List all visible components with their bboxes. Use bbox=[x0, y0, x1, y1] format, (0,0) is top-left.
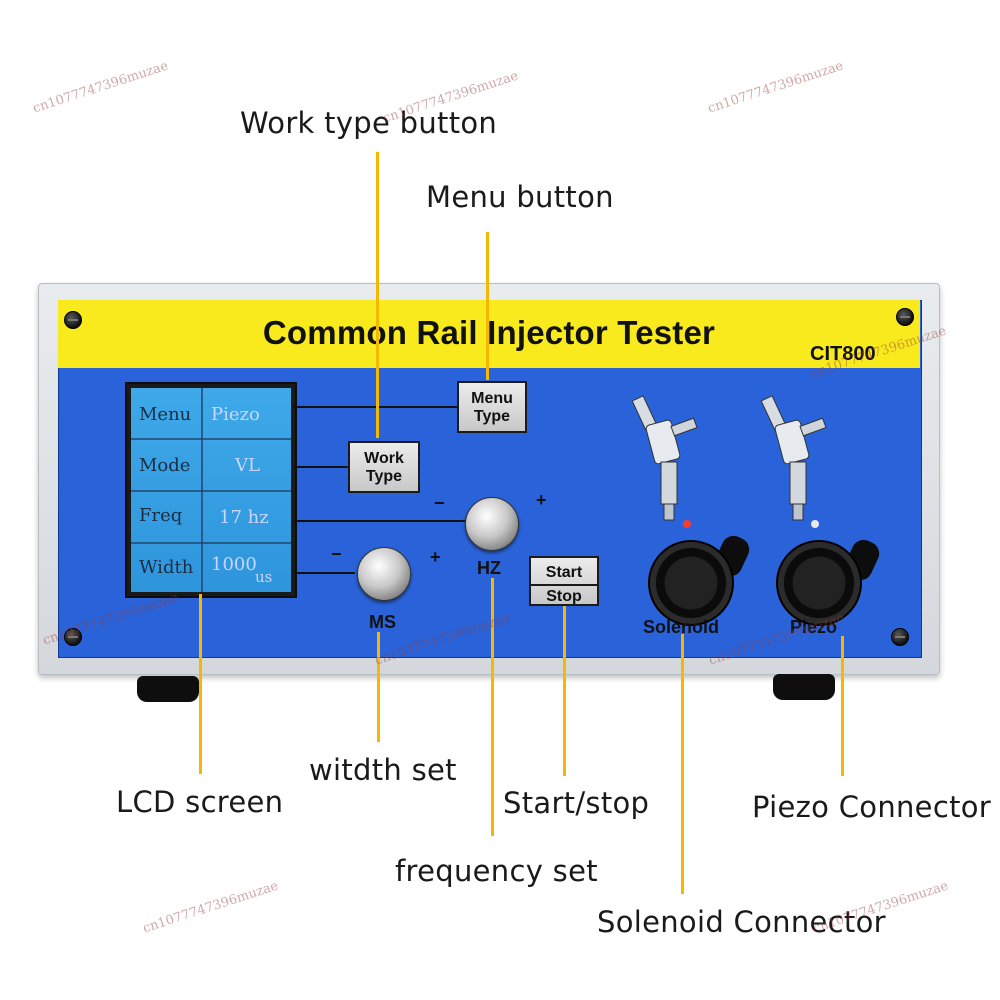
callout-menu: Menu button bbox=[426, 180, 614, 214]
lcd-grid-line bbox=[131, 542, 291, 544]
piezo-led-icon bbox=[811, 520, 819, 528]
panel-line bbox=[293, 406, 458, 408]
start-stop-button[interactable]: Start Stop bbox=[529, 556, 599, 606]
piezo-connector[interactable] bbox=[776, 540, 862, 626]
frequency-knob[interactable] bbox=[465, 497, 519, 551]
width-plus-sign: + bbox=[430, 547, 441, 567]
solenoid-led-icon bbox=[683, 520, 691, 528]
model-label: CIT800 bbox=[810, 343, 876, 365]
screw-icon bbox=[891, 628, 909, 646]
width-knob[interactable] bbox=[357, 547, 411, 601]
lcd-grid-line bbox=[131, 490, 291, 492]
callout-start-stop: Start/stop bbox=[503, 786, 650, 820]
ms-label: MS bbox=[369, 612, 396, 632]
start-label: Start bbox=[531, 562, 597, 586]
width-minus-sign: − bbox=[331, 544, 342, 564]
screw-icon bbox=[64, 628, 82, 646]
watermark: cn1077747396muzae bbox=[141, 878, 281, 937]
piezo-injector-icon bbox=[760, 395, 827, 521]
piezo-label: Piezo bbox=[790, 617, 838, 637]
callout-width-set: witdth set bbox=[309, 753, 457, 787]
device-foot bbox=[137, 676, 199, 702]
leader-piezo bbox=[841, 636, 844, 776]
watermark: cn1077747396muzae bbox=[706, 58, 846, 117]
lcd-label-width: Width bbox=[139, 557, 194, 578]
solenoid-label: Solenoid bbox=[643, 617, 719, 637]
title-banner: Common Rail Injector Tester bbox=[58, 300, 920, 368]
panel-line bbox=[293, 520, 465, 522]
callout-solenoid-connector: Solenoid Connector bbox=[597, 905, 886, 939]
work-type-button[interactable]: Work Type bbox=[348, 441, 420, 493]
leader-lcd bbox=[199, 594, 202, 774]
device-foot bbox=[773, 674, 835, 700]
solenoid-connector[interactable] bbox=[648, 540, 734, 626]
lcd-value-freq: 17 hz bbox=[219, 507, 269, 528]
menu-type-label-2: Type bbox=[473, 408, 511, 425]
frequency-plus-sign: + bbox=[536, 490, 547, 510]
leader-start-stop bbox=[563, 606, 566, 776]
lcd-value-width: 1000 bbox=[211, 554, 257, 575]
watermark: cn1077747396muzae bbox=[31, 58, 171, 117]
panel-line bbox=[293, 466, 348, 468]
lcd-value-menu: Piezo bbox=[211, 404, 260, 425]
leader-work-type bbox=[376, 152, 379, 438]
lcd-label-mode: Mode bbox=[139, 455, 191, 476]
lcd-label-menu: Menu bbox=[139, 404, 192, 425]
screw-icon bbox=[896, 308, 914, 326]
lcd-label-freq: Freq bbox=[139, 505, 183, 526]
stop-label: Stop bbox=[546, 588, 582, 605]
frequency-minus-sign: − bbox=[434, 493, 445, 513]
leader-menu bbox=[486, 232, 489, 380]
leader-frequency bbox=[491, 578, 494, 836]
lcd-display: Menu Piezo Mode VL Freq 17 hz Width 1000… bbox=[131, 388, 291, 592]
callout-lcd-screen: LCD screen bbox=[116, 785, 284, 819]
hz-label: HZ bbox=[477, 558, 501, 578]
panel-line bbox=[293, 572, 355, 574]
menu-type-button[interactable]: Menu Type bbox=[457, 381, 527, 433]
callout-piezo-connector: Piezo Connector bbox=[752, 790, 992, 824]
work-type-label-1: Work bbox=[364, 450, 404, 467]
work-type-label-2: Type bbox=[365, 468, 403, 485]
lcd-unit-width: us bbox=[255, 568, 273, 586]
device-title: Common Rail Injector Tester bbox=[262, 314, 716, 351]
lcd-grid-line bbox=[131, 438, 291, 440]
lcd-screen: Menu Piezo Mode VL Freq 17 hz Width 1000… bbox=[125, 382, 297, 598]
menu-type-label-1: Menu bbox=[471, 390, 513, 407]
callout-work-type: Work type button bbox=[240, 106, 498, 140]
leader-solenoid bbox=[681, 634, 684, 894]
screw-icon bbox=[64, 311, 82, 329]
lcd-value-mode: VL bbox=[235, 455, 260, 476]
leader-width bbox=[377, 632, 380, 742]
callout-frequency-set: frequency set bbox=[395, 854, 598, 888]
solenoid-injector-icon bbox=[631, 395, 698, 521]
